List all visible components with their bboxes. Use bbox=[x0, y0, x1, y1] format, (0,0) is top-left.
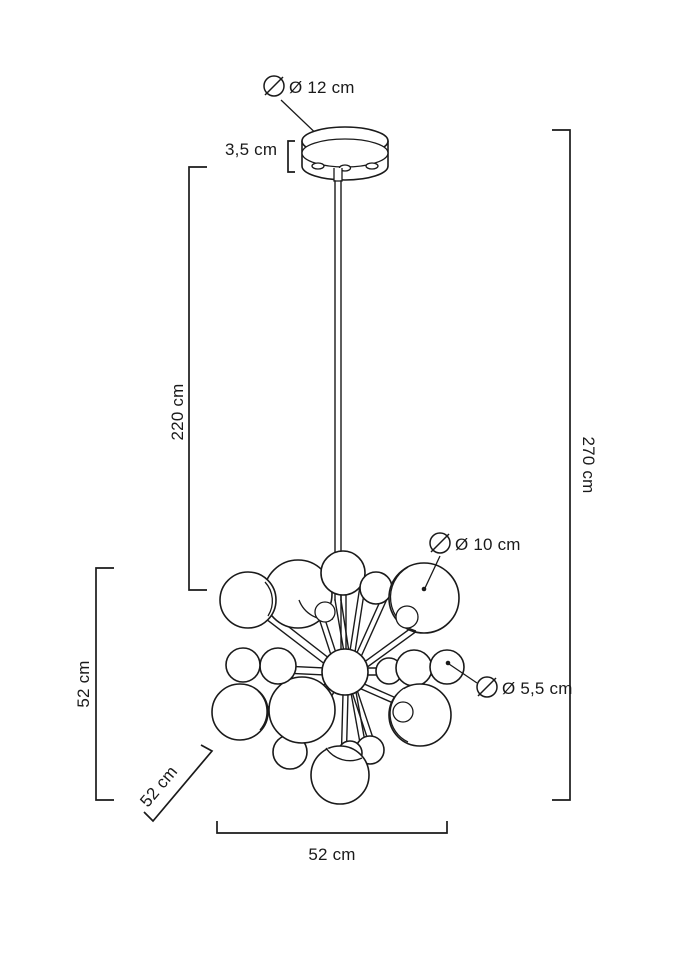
globe-bottom-center-collar bbox=[325, 747, 363, 762]
cable-taper-left bbox=[334, 599, 345, 653]
globe-upper-left-edge bbox=[264, 581, 274, 617]
socket-upper-right bbox=[395, 605, 419, 629]
globe-left-lower bbox=[211, 683, 269, 741]
width-label: 52 cm bbox=[308, 845, 355, 864]
total-height-label: 270 cm bbox=[579, 437, 598, 494]
suspension-length-bracket bbox=[188, 166, 207, 591]
large-globe-diameter-symbol-slash bbox=[430, 533, 450, 553]
globe-upper-left bbox=[219, 571, 277, 629]
central-hub bbox=[321, 648, 369, 696]
large-globe-diameter-symbol-circle bbox=[429, 532, 451, 554]
socket-lower-right bbox=[392, 701, 414, 723]
globe-left-outer bbox=[225, 647, 261, 683]
canopy-diameter-label: Ø 12 cm bbox=[289, 78, 355, 97]
diameter-symbol-slash bbox=[264, 76, 284, 96]
large-globe-diameter-leader-dot bbox=[421, 586, 427, 592]
cluster-height-label: 52 cm bbox=[74, 660, 93, 707]
globe-top-center bbox=[320, 550, 366, 596]
callout-canopy-height: 3,5 cm bbox=[225, 140, 295, 173]
small-globe-diameter-symbol-slash bbox=[477, 677, 497, 697]
large-globe-diameter-leader bbox=[424, 555, 441, 589]
small-globe-diameter-symbol-circle bbox=[476, 676, 498, 698]
callout-total-height: 270 cm bbox=[552, 129, 598, 801]
canopy-height-label: 3,5 cm bbox=[225, 140, 277, 159]
globe-right-outer bbox=[429, 649, 465, 685]
canopy-cable-exit bbox=[333, 168, 343, 182]
depth-label: 52 cm bbox=[136, 762, 181, 810]
suspension-cable bbox=[334, 180, 350, 653]
callout-suspension-length: 220 cm bbox=[168, 166, 207, 591]
globe-right-mid bbox=[395, 649, 433, 687]
ceiling-canopy bbox=[301, 126, 389, 182]
canopy-screw-hole-right bbox=[365, 162, 379, 170]
callout-large-globe-diameter: Ø 10 cm bbox=[421, 532, 521, 592]
sputnik-arms-and-globes bbox=[211, 550, 465, 805]
small-globe-diameter-leader-dot bbox=[445, 660, 451, 666]
suspension-length-label: 220 cm bbox=[168, 384, 187, 441]
callout-depth: 52 cm bbox=[136, 744, 214, 823]
globe-top-right-small bbox=[359, 571, 393, 605]
callout-small-globe-diameter: Ø 5,5 cm bbox=[445, 660, 573, 698]
width-bracket bbox=[216, 821, 448, 834]
small-globe-diameter-leader bbox=[448, 663, 478, 684]
callout-cluster-height: 52 cm bbox=[74, 567, 114, 801]
cluster-height-bracket bbox=[95, 567, 114, 801]
rod-top-right-slim bbox=[354, 596, 388, 660]
globe-left-lower-edge bbox=[257, 690, 268, 731]
socket-top-left bbox=[314, 601, 336, 623]
depth-bracket bbox=[143, 744, 214, 823]
large-globe-diameter-label: Ø 10 cm bbox=[455, 535, 521, 554]
canopy-screw-hole-left bbox=[311, 162, 325, 170]
small-globe-diameter-label: Ø 5,5 cm bbox=[502, 679, 573, 698]
globe-left-mid bbox=[259, 647, 297, 685]
diameter-symbol-circle bbox=[263, 75, 285, 97]
total-height-bracket bbox=[552, 129, 571, 801]
canopy-height-bracket bbox=[287, 140, 295, 173]
cable-taper-right bbox=[340, 599, 350, 653]
globe-lower-left-large bbox=[268, 676, 336, 744]
callout-width: 52 cm bbox=[216, 821, 448, 864]
